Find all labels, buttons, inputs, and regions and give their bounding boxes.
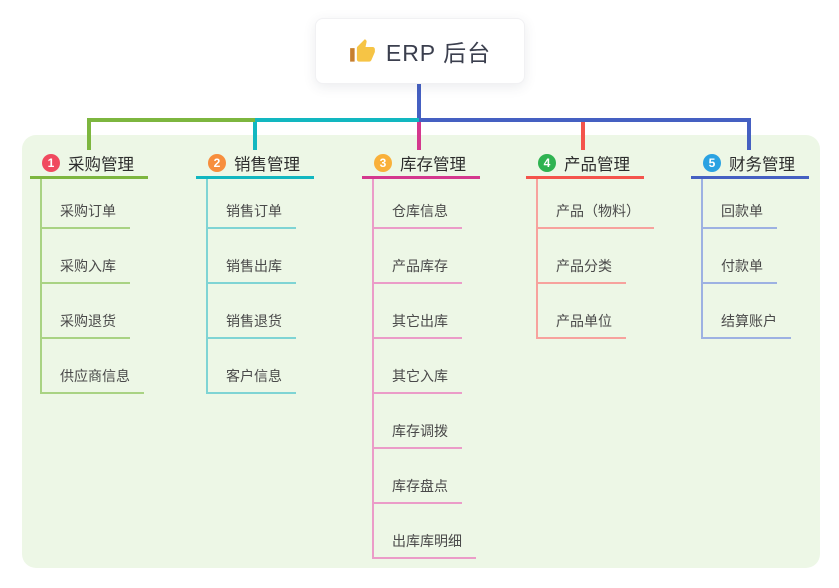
branch-4: 4 产品管理产品（物料） 产品分类产品单位 [526,150,654,339]
node-label: 产品库存 [392,258,448,274]
bus-segment-2 [255,118,421,122]
branch-children-3: 仓库信息产品库存其它出库其它入库库存调拨库存盘点出库库明细 [372,179,480,559]
node-branch2-child2[interactable]: 销售出库 [206,229,296,284]
thumbs-up-icon [349,38,375,62]
node-label: 采购订单 [60,203,116,219]
node-branch4-child1[interactable]: 产品（物料） [536,179,654,229]
node-label: 回款单 [721,203,763,219]
node-branch1-child3[interactable]: 采购退货 [40,284,130,339]
node-label: 产品（物料） [556,203,640,219]
branch-3: 3 库存管理仓库信息产品库存其它出库其它入库库存调拨库存盘点出库库明细 [362,150,480,559]
node-branch3-child3[interactable]: 其它出库 [372,284,462,339]
root-connector-line [417,82,421,122]
node-branch5-child3[interactable]: 结算账户 [701,284,791,339]
branch-label-2: 销售管理 [234,156,300,174]
node-branch3-child4[interactable]: 其它入库 [372,339,462,394]
node-label: 销售订单 [226,203,282,219]
branch-children-5: 回款单付款单结算账户 [701,179,809,339]
node-branch4-child2[interactable]: 产品分类 [536,229,626,284]
node-label: 采购退货 [60,313,116,329]
branch-2: 2 销售管理销售订单销售出库销售退货客户信息 [196,150,314,394]
node-branch5-child1[interactable]: 回款单 [701,179,777,229]
node-label: 付款单 [721,258,763,274]
branch-label-4: 产品管理 [564,156,630,174]
branch-label-3: 库存管理 [400,156,466,174]
node-branch3-child2[interactable]: 产品库存 [372,229,462,284]
branch-5: 5 财务管理回款单付款单结算账户 [691,150,809,339]
branch-title-4[interactable]: 4 产品管理 [526,150,644,179]
branch-label-1: 采购管理 [68,156,134,174]
node-branch4-child3[interactable]: 产品单位 [536,284,626,339]
branch-children-2: 销售订单销售出库销售退货客户信息 [206,179,314,394]
node-label: 销售出库 [226,258,282,274]
branch-1: 1 采购管理采购订单采购入库采购退货供应商信息 [30,150,148,394]
branch-connector-1 [87,122,91,150]
node-label: 产品分类 [556,258,612,274]
root-node[interactable]: ERP 后台 [315,18,525,84]
bus-segment-1 [87,118,257,122]
node-label: 产品单位 [556,313,612,329]
node-label: 客户信息 [226,368,282,384]
node-branch2-child3[interactable]: 销售退货 [206,284,296,339]
node-label: 销售退货 [226,313,282,329]
branch-badge-2: 2 [208,154,226,172]
branch-badge-3: 3 [374,154,392,172]
node-branch1-child1[interactable]: 采购订单 [40,179,130,229]
node-label: 仓库信息 [392,203,448,219]
branch-title-2[interactable]: 2 销售管理 [196,150,314,179]
node-label: 出库库明细 [392,533,462,549]
node-branch2-child4[interactable]: 客户信息 [206,339,296,394]
branch-connector-4 [581,122,585,150]
node-branch3-child1[interactable]: 仓库信息 [372,179,462,229]
node-branch1-child4[interactable]: 供应商信息 [40,339,144,394]
branch-title-3[interactable]: 3 库存管理 [362,150,480,179]
node-branch5-child2[interactable]: 付款单 [701,229,777,284]
node-label: 供应商信息 [60,368,130,384]
branch-title-5[interactable]: 5 财务管理 [691,150,809,179]
node-branch1-child2[interactable]: 采购入库 [40,229,130,284]
node-label: 其它入库 [392,368,448,384]
node-branch3-child5[interactable]: 库存调拨 [372,394,462,449]
branch-connector-3 [417,122,421,150]
branch-children-4: 产品（物料） 产品分类产品单位 [536,179,654,339]
branch-connector-5 [747,122,751,150]
node-label: 其它出库 [392,313,448,329]
branch-badge-4: 4 [538,154,556,172]
node-branch3-child7[interactable]: 出库库明细 [372,504,476,559]
branch-connector-2 [253,122,257,150]
node-label: 库存调拨 [392,423,448,439]
branches-panel [22,135,820,568]
branch-badge-1: 1 [42,154,60,172]
branch-children-1: 采购订单采购入库采购退货供应商信息 [40,179,148,394]
bus-segment-3 [419,118,751,122]
node-label: 结算账户 [721,313,777,329]
branch-badge-5: 5 [703,154,721,172]
branch-title-1[interactable]: 1 采购管理 [30,150,148,179]
node-label: 采购入库 [60,258,116,274]
node-label: 库存盘点 [392,478,448,494]
node-branch3-child6[interactable]: 库存盘点 [372,449,462,504]
root-title: ERP 后台 [385,40,492,66]
node-branch2-child1[interactable]: 销售订单 [206,179,296,229]
branch-label-5: 财务管理 [729,156,795,174]
